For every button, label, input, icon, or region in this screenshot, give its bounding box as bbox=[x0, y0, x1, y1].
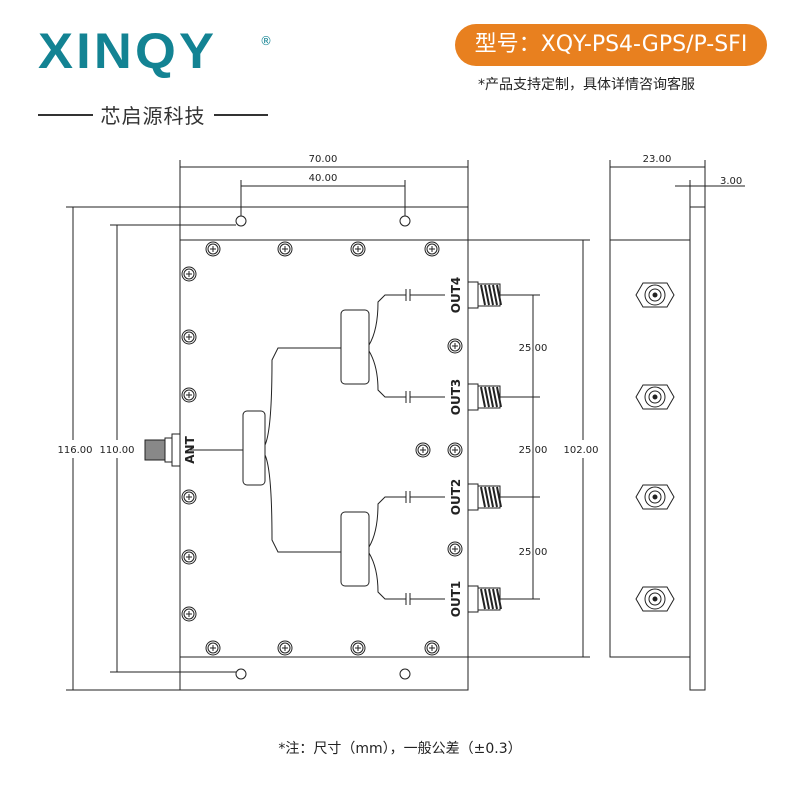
registered-mark: ® bbox=[260, 34, 272, 48]
screw-icon bbox=[350, 241, 366, 257]
output-label: OUT2 bbox=[449, 479, 463, 515]
side-connector-icon bbox=[635, 586, 675, 612]
splitter-circuit bbox=[190, 289, 445, 605]
output-connector: OUT1 bbox=[449, 581, 502, 617]
divider bbox=[38, 113, 93, 116]
screw-icon bbox=[350, 640, 366, 656]
output-label: OUT3 bbox=[449, 379, 463, 415]
mounting-holes bbox=[235, 215, 411, 680]
tagline: 芯启源科技 bbox=[38, 100, 268, 129]
output-connector: OUT4 bbox=[449, 277, 502, 313]
screw-icon bbox=[181, 387, 197, 403]
screw-icon bbox=[205, 640, 221, 656]
dim-height: 116.00 bbox=[58, 206, 180, 691]
dim-inner-height-label: 102.00 bbox=[564, 445, 599, 456]
output-label: OUT1 bbox=[449, 581, 463, 617]
dim-inner-height: 102.00 bbox=[468, 239, 599, 658]
logo-text: XINQY bbox=[38, 23, 218, 79]
screw-icon bbox=[181, 549, 197, 565]
dim-hole-spacing: 40.00 bbox=[240, 173, 406, 216]
side-connector-icon bbox=[635, 384, 675, 410]
output-connector: OUT2 bbox=[449, 479, 502, 515]
screw-icon bbox=[181, 266, 197, 282]
model-badge: 型号：XQY-PS4-GPS/P-SFI bbox=[455, 24, 767, 66]
screw-icon bbox=[205, 241, 221, 257]
side-connector-icon bbox=[635, 282, 675, 308]
screw-icon bbox=[424, 640, 440, 656]
dim-height-label: 116.00 bbox=[58, 445, 93, 456]
side-view: 23.00 3.00 bbox=[609, 154, 745, 691]
dim-depth-label: 23.00 bbox=[643, 154, 672, 165]
dim-hole-height: 110.00 bbox=[100, 224, 236, 673]
screw-icon bbox=[447, 338, 463, 354]
screw-icon bbox=[181, 606, 197, 622]
dim-width: 70.00 bbox=[179, 154, 469, 207]
screw-icon bbox=[277, 241, 293, 257]
tagline-text: 芯启源科技 bbox=[100, 104, 206, 128]
pitch-label: 25.00 bbox=[519, 445, 548, 456]
output-connector: OUT3 bbox=[449, 379, 502, 415]
screw-icon bbox=[181, 329, 197, 345]
screw-icon bbox=[415, 442, 431, 458]
screw-icon bbox=[181, 489, 197, 505]
ant-connector: ANT bbox=[144, 433, 197, 467]
custom-note: *产品支持定制，具体详情咨询客服 bbox=[478, 77, 695, 93]
dim-port-pitch: 25.00 25.00 25.00 bbox=[500, 294, 548, 600]
screw-icon bbox=[277, 640, 293, 656]
dim-flange-label: 3.00 bbox=[720, 176, 742, 187]
side-connector-icon bbox=[635, 484, 675, 510]
dim-hole-height-label: 110.00 bbox=[100, 445, 135, 456]
divider bbox=[213, 113, 268, 116]
screw-icon bbox=[447, 442, 463, 458]
output-label: OUT4 bbox=[449, 277, 463, 313]
brand-logo: XINQY ® 芯启源科技 bbox=[38, 26, 278, 128]
screw-icon bbox=[424, 241, 440, 257]
tolerance-note: *注：尺寸（mm），一般公差（±0.3） bbox=[278, 741, 522, 757]
pitch-label: 25.00 bbox=[519, 343, 548, 354]
ant-label: ANT bbox=[183, 435, 197, 463]
dim-hole-spacing-label: 40.00 bbox=[309, 173, 338, 184]
screws bbox=[181, 241, 463, 656]
dim-width-label: 70.00 bbox=[309, 154, 338, 165]
housing-outline bbox=[179, 206, 469, 691]
screw-icon bbox=[447, 541, 463, 557]
pitch-label: 25.00 bbox=[519, 547, 548, 558]
